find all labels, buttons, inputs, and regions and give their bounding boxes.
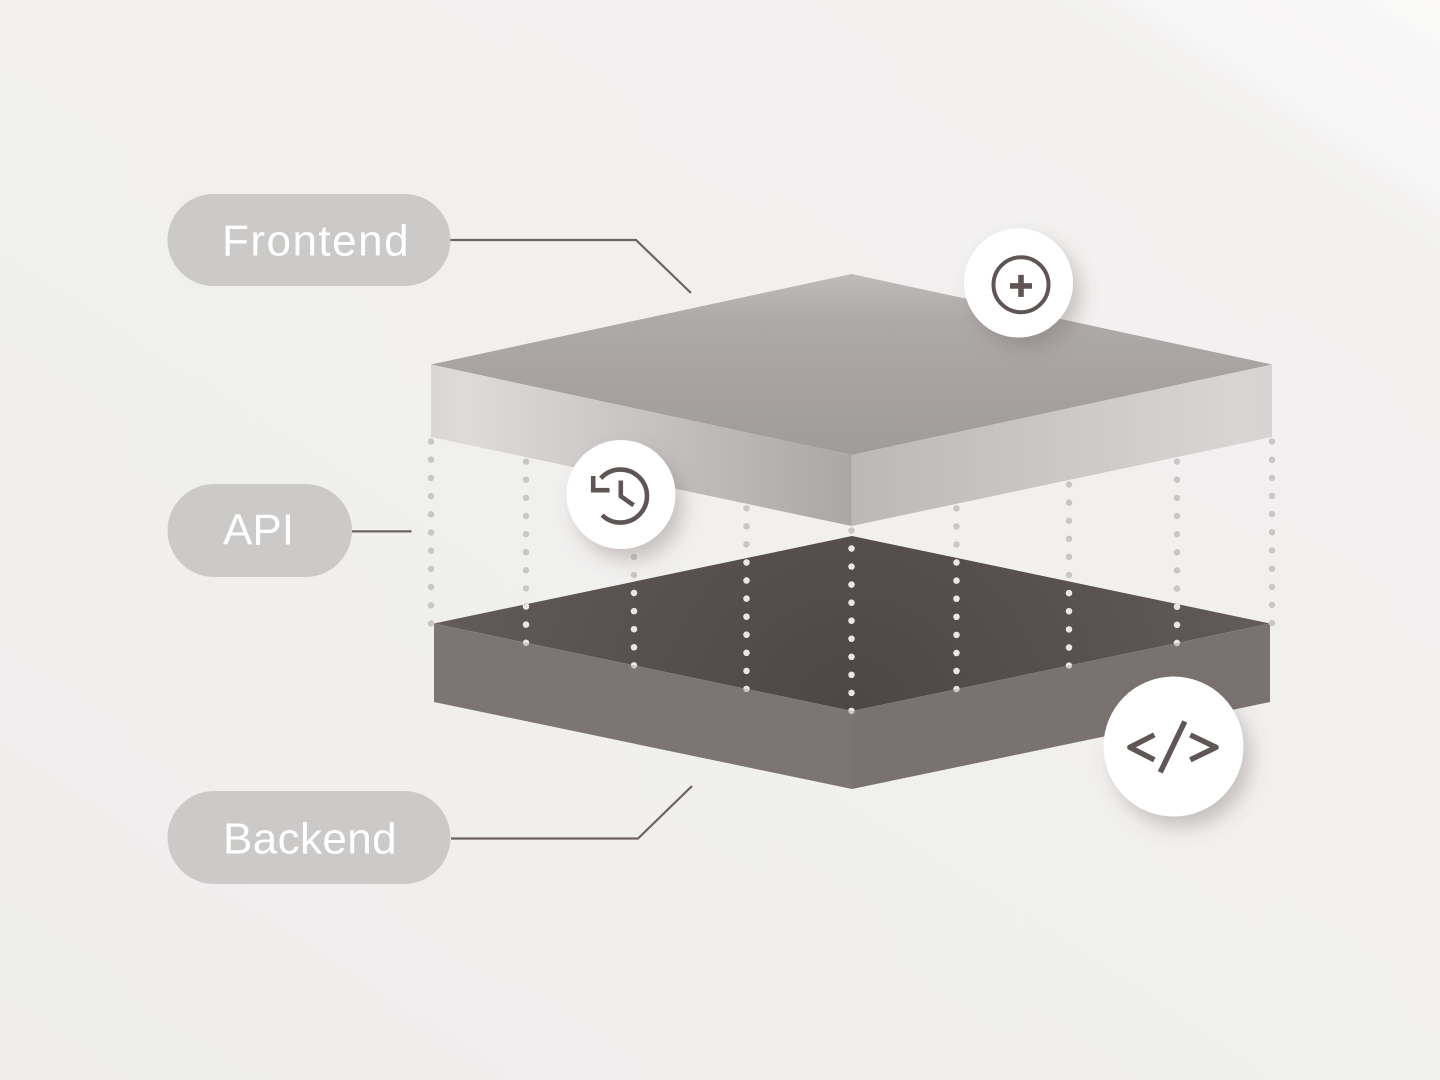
svg-text:API: API (223, 506, 294, 555)
svg-text:Frontend: Frontend (222, 217, 410, 266)
svg-text:Backend: Backend (223, 814, 397, 863)
